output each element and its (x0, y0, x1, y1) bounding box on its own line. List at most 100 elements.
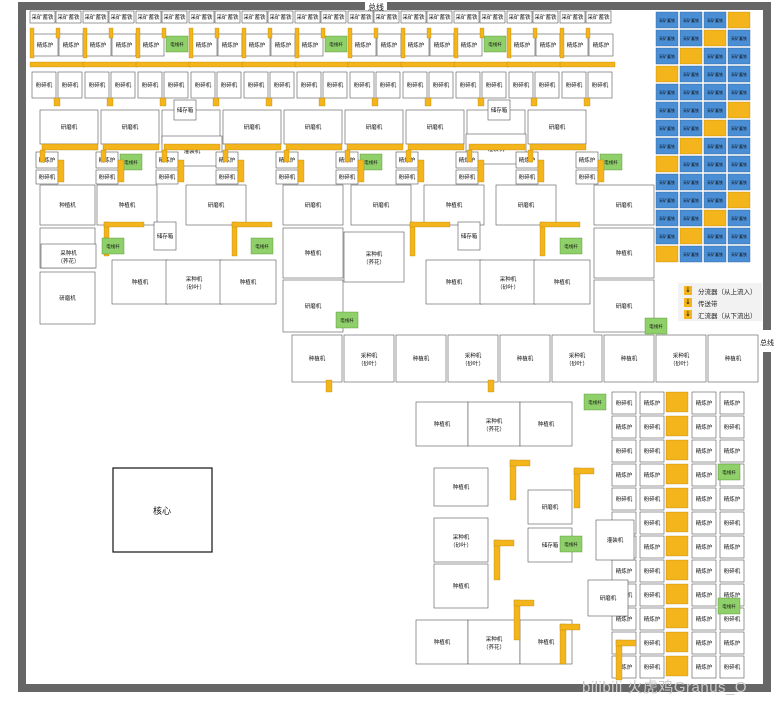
belt (615, 639, 637, 647)
belt (417, 159, 425, 183)
storage-box-label: 储存箱 (157, 232, 174, 240)
ore-tile-label: 采矿蓄铁 (731, 143, 747, 149)
crusher-label: 粉碎机 (115, 81, 132, 89)
power-pole (250, 237, 274, 255)
planter (343, 334, 395, 383)
belt (665, 391, 689, 413)
grinder (96, 184, 158, 226)
belt (347, 61, 404, 68)
ore-extractor (214, 10, 241, 24)
ore-tile (727, 65, 751, 83)
crusher-label: 粉碎机 (486, 81, 503, 89)
legend-item-merger: ↓ 汇流器（从下流出） (678, 309, 762, 320)
grinder (283, 109, 343, 145)
crusher (639, 655, 665, 679)
belt (294, 61, 351, 68)
belt (53, 97, 61, 107)
belt (407, 143, 465, 151)
crusher (719, 415, 745, 439)
grinder (593, 227, 655, 279)
crusher-label: 粉碎机 (460, 81, 477, 89)
crusher-label: 粉碎机 (339, 173, 356, 181)
power-pole-label: 电线杆 (106, 243, 120, 250)
ore-extractor-label: 采矿蓄铁 (296, 13, 319, 21)
top-bus-label: 总线 (368, 2, 384, 12)
power-pole-label: 电线杆 (588, 399, 602, 406)
belt (57, 159, 65, 183)
ore-tile-label: 采矿蓄铁 (683, 125, 699, 131)
legend-label: 分流器（从上流入） (698, 288, 757, 296)
belt (532, 27, 538, 39)
ore-tile-label: 采矿蓄铁 (731, 35, 747, 41)
furnace (691, 463, 717, 487)
ore-tile-label: 采矿蓄铁 (659, 107, 675, 113)
grinder-label: 研磨机 (305, 302, 322, 310)
crusher-label: 粉碎机 (724, 663, 741, 671)
seed-machine (40, 243, 97, 269)
furnace-label: 精炼炉 (408, 41, 425, 49)
crusher (719, 535, 745, 559)
belt (509, 459, 531, 467)
planter (291, 334, 343, 383)
ore-extractor (82, 10, 109, 24)
crusher (639, 511, 665, 535)
seed-machine-label: 采种机 (486, 635, 503, 643)
ore-tile-label: 采矿蓄铁 (731, 233, 747, 239)
belt (237, 159, 245, 183)
power-pole-label: 电线杆 (722, 603, 736, 610)
ore-extractor (506, 10, 533, 24)
power-pole-label: 电线杆 (564, 541, 578, 548)
belt (513, 599, 535, 607)
ore-tile (727, 209, 751, 227)
furnace (691, 559, 717, 583)
crusher (163, 71, 189, 99)
ore-tile-label: 采矿蓄铁 (659, 17, 675, 23)
power-pole-label: 电线杆 (124, 159, 138, 166)
belt (285, 143, 343, 151)
furnace-label: 精炼炉 (696, 423, 713, 431)
ore-tile (727, 83, 751, 101)
furnace-label: 精炼炉 (196, 41, 213, 49)
storage-box-label: 储存箱 (461, 232, 478, 240)
belt (665, 607, 689, 629)
crusher-label: 粉碎机 (354, 81, 371, 89)
ore-extractor-label: 采矿蓄铁 (269, 13, 292, 21)
ore-tile-label: 采矿蓄铁 (659, 215, 675, 221)
grinder-label: 研磨机 (427, 123, 444, 131)
ore-tile-label: 采矿蓄铁 (659, 197, 675, 203)
power-pole (717, 463, 741, 481)
crusher (534, 71, 560, 99)
planter-label: 种植机 (434, 638, 451, 646)
ore-extractor (373, 10, 400, 24)
belt (29, 61, 86, 68)
belt (597, 159, 605, 183)
belt (665, 655, 689, 677)
ore-extractor (241, 10, 268, 24)
belt (703, 209, 727, 227)
ore-tile (679, 209, 703, 227)
ore-extractor-label: 采矿蓄铁 (481, 13, 504, 21)
ore-tile (679, 119, 703, 137)
belt (241, 61, 298, 68)
seed-machine (165, 259, 223, 305)
belt (530, 97, 538, 107)
ore-extractor-label: 采矿蓄铁 (110, 13, 133, 21)
belt (371, 97, 379, 107)
ore-tile (679, 245, 703, 263)
crusher (190, 71, 216, 99)
crusher-label: 粉碎机 (579, 173, 596, 181)
grinder (587, 579, 629, 617)
power-pole-label: 电线杆 (649, 323, 663, 330)
planter-label: 种植机 (453, 483, 470, 491)
grinder (527, 489, 573, 525)
belt (703, 29, 727, 47)
seed-machine (343, 231, 405, 283)
belt (267, 27, 273, 39)
furnace-label: 粉碎机 (616, 495, 633, 503)
power-pole (165, 35, 189, 53)
belt (585, 27, 591, 39)
grinder (282, 227, 344, 279)
belt (346, 143, 404, 151)
furnace-label: 精炼炉 (143, 41, 160, 49)
grinder (350, 184, 412, 226)
